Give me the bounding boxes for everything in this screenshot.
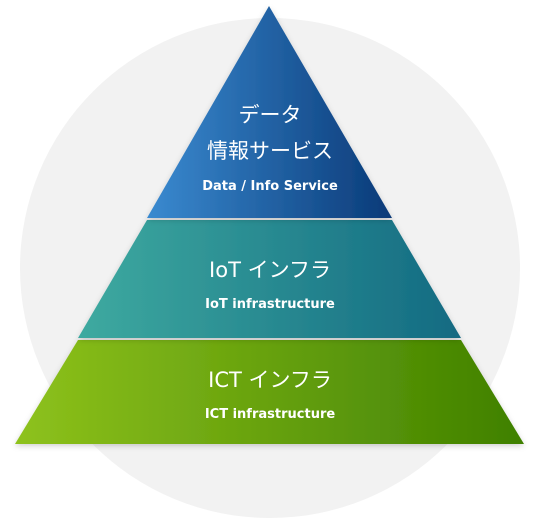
tier-middle-shape [78,220,461,338]
pyramid-tier-top: データ 情報サービス Data / Info Service [147,6,392,218]
tier-middle-subtitle: IoT infrastructure [205,297,335,312]
tier-bottom-shape [15,340,524,444]
tier-top-subtitle: Data / Info Service [202,179,338,194]
pyramid-tier-middle: IoT インフラ IoT infrastructure [78,220,461,338]
pyramid-tier-bottom: ICT インフラ ICT infrastructure [15,340,524,444]
tier-top-title-line2: 情報サービス [207,139,333,163]
tier-top-title-line1: データ [239,103,302,127]
tier-bottom-subtitle: ICT infrastructure [205,407,336,422]
tier-middle-title: IoT インフラ [209,258,331,282]
tier-bottom-title: ICT インフラ [208,368,332,392]
tier-top-shape [147,6,392,218]
